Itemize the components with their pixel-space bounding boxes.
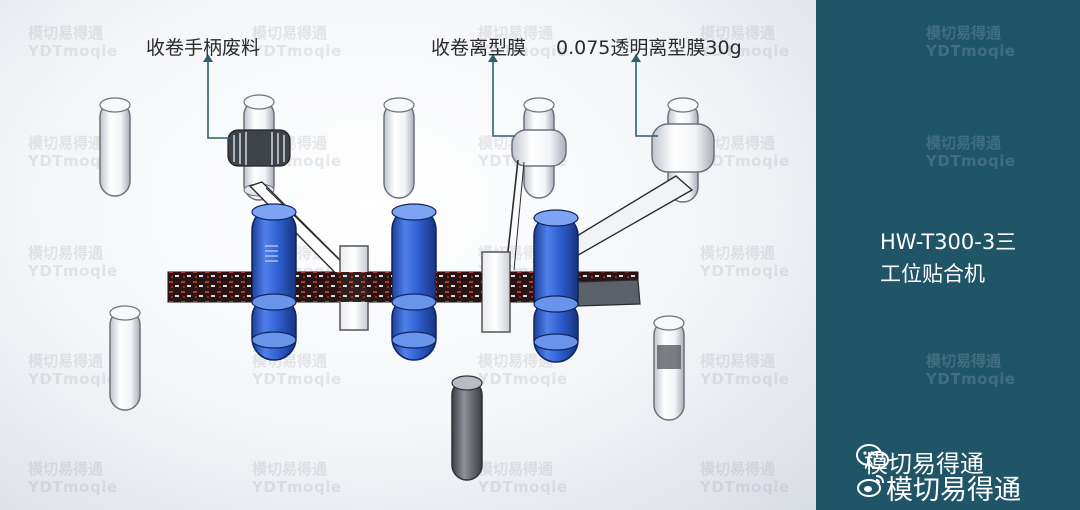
weibo-icon bbox=[857, 475, 884, 497]
laminating-roller-blue bbox=[251, 203, 297, 315]
callout-line-release-film bbox=[488, 54, 515, 137]
model-title: HW-T300-3三 工位贴合机 bbox=[880, 226, 1016, 290]
label-release-film: 收卷离型膜 bbox=[431, 37, 527, 59]
label-waste: 收卷手柄废料 bbox=[146, 37, 261, 59]
rewind-spool-release-film bbox=[511, 97, 567, 199]
output-tray bbox=[577, 279, 641, 307]
idler-roller bbox=[653, 315, 685, 421]
model-title-line1: HW-T300-3三 bbox=[880, 230, 1017, 254]
callout-line-clear-film bbox=[631, 54, 658, 137]
brand-name-wechat: 模切易得通 bbox=[864, 450, 984, 478]
laminating-roller-blue bbox=[391, 203, 437, 315]
wechat-icon bbox=[856, 444, 889, 469]
model-title-line2: 工位贴合机 bbox=[880, 262, 985, 286]
press-block bbox=[481, 251, 511, 333]
label-clear-film: 0.075透明离型膜30g bbox=[556, 37, 742, 59]
machine-illustration bbox=[99, 54, 715, 481]
laminating-roller-blue bbox=[391, 293, 437, 361]
idler-roller bbox=[109, 305, 141, 411]
idler-roller bbox=[383, 97, 415, 199]
dark-roller bbox=[451, 375, 483, 481]
laminating-roller-blue bbox=[533, 295, 579, 363]
brand-name-weibo: 模切易得通 bbox=[886, 475, 1021, 506]
laminating-roller-blue bbox=[251, 293, 297, 361]
callout-line-waste bbox=[203, 54, 230, 139]
idler-roller bbox=[99, 97, 131, 197]
